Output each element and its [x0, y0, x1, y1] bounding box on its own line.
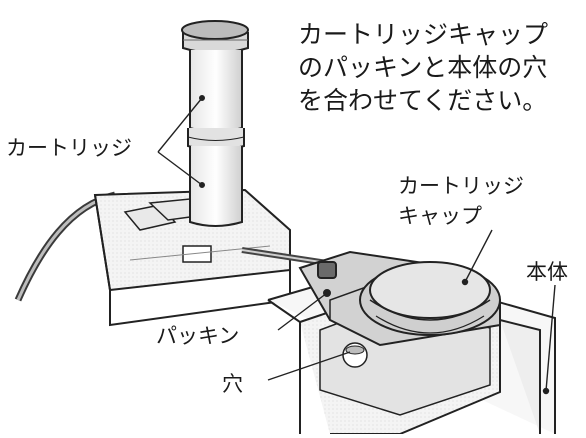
instruction-line-1: カートリッジキャップ: [298, 20, 549, 49]
cartridge-drawing: [181, 20, 249, 227]
cartridge-cap-closeup-drawing: [298, 250, 501, 347]
label-cartridge-cap-line2: キャップ: [398, 204, 482, 228]
label-cartridge: カートリッジ: [6, 136, 132, 160]
label-cartridge-cap-line1: カートリッジ: [398, 174, 524, 198]
instruction-text: カートリッジキャップ のパッキンと本体の穴 を合わせてください。: [298, 18, 548, 117]
label-packing: パッキン: [156, 324, 240, 348]
label-hole: 穴: [222, 372, 243, 396]
cartridge-leader-lines: [157, 97, 203, 186]
closeup-leader-lines: [267, 229, 556, 392]
label-body: 本体: [526, 260, 568, 284]
upper-unit-drawing: [14, 188, 291, 327]
instruction-line-2: のパッキンと本体の穴: [298, 53, 548, 82]
instruction-line-3: を合わせてください。: [298, 86, 548, 115]
